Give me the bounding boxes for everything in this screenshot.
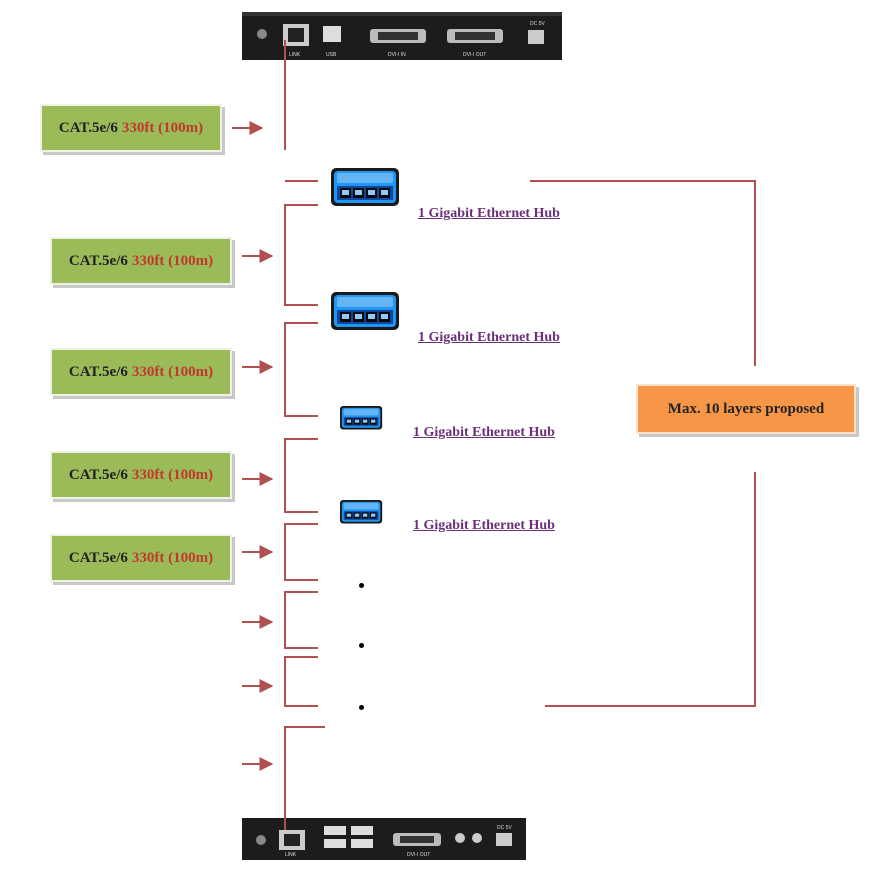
ellipsis-dot <box>359 705 364 710</box>
cable-segment <box>284 322 318 417</box>
cable-distance: 330ft (100m) <box>131 363 214 380</box>
tx-port-dvi-in: DVI-I IN <box>388 52 406 58</box>
max-layers-label: Max. 10 layers proposed <box>667 400 825 417</box>
ethernet-hub-icon <box>340 406 383 430</box>
cable-segment <box>284 726 325 830</box>
dc-power-port-icon <box>528 30 544 44</box>
tx-port-dvi-out: DVI-I OUT <box>463 52 486 58</box>
cable-distance: 330ft (100m) <box>121 119 204 136</box>
bracket-line-top <box>530 180 756 366</box>
usb-a-port-icon <box>351 826 373 835</box>
cable-label: CAT.5e/6 330ft (100m) <box>50 451 232 499</box>
cable-distance: 330ft (100m) <box>131 549 214 566</box>
bracket-line-bottom <box>545 472 756 707</box>
cable-segment <box>284 523 318 581</box>
rx-port-dc: DC 5V <box>497 825 512 831</box>
tx-port-dc: DC 5V <box>530 21 545 27</box>
cable-label: CAT.5e/6 330ft (100m) <box>40 104 222 152</box>
ground-screw-icon <box>257 29 267 39</box>
ground-screw-icon <box>256 835 266 845</box>
max-layers-box: Max. 10 layers proposed <box>636 384 856 434</box>
cable-segment <box>284 656 318 707</box>
tx-port-link: LINK <box>289 52 301 58</box>
rx-port-dvi-out: DVI-I OUT <box>407 852 430 858</box>
hub-label[interactable]: 1 Gigabit Ethernet Hub <box>418 206 560 221</box>
cable-type: CAT.5e/6 <box>58 119 118 136</box>
ethernet-hub-icon <box>331 292 399 330</box>
cable-label: CAT.5e/6 330ft (100m) <box>50 348 232 396</box>
cable-type: CAT.5e/6 <box>68 363 128 380</box>
hub-label[interactable]: 1 Gigabit Ethernet Hub <box>413 518 555 533</box>
ellipsis-dot <box>359 643 364 648</box>
arrows <box>232 121 274 771</box>
cable-label: CAT.5e/6 330ft (100m) <box>50 534 232 582</box>
cable-segment <box>284 591 318 649</box>
cable-type: CAT.5e/6 <box>68 549 128 566</box>
cable-type: CAT.5e/6 <box>68 252 128 269</box>
cable-lines <box>284 40 756 830</box>
headphone-jack-icon <box>472 833 482 843</box>
transmitter-unit: LINK USB DVI-I IN DVI-I OUT DC 5V <box>242 12 562 60</box>
ethernet-hub-icon <box>340 500 383 524</box>
usb-a-port-icon <box>351 839 373 848</box>
ethernet-hub-icon <box>331 168 399 206</box>
cable-distance: 330ft (100m) <box>131 466 214 483</box>
tx-port-usb: USB <box>326 52 337 58</box>
hub-label[interactable]: 1 Gigabit Ethernet Hub <box>413 425 555 440</box>
cable-label: CAT.5e/6 330ft (100m) <box>50 237 232 285</box>
hub-label[interactable]: 1 Gigabit Ethernet Hub <box>418 330 560 345</box>
cable-distance: 330ft (100m) <box>131 252 214 269</box>
cable-segment <box>284 204 318 306</box>
mic-jack-icon <box>455 833 465 843</box>
cable-type: CAT.5e/6 <box>68 466 128 483</box>
rx-port-link: LINK <box>285 852 297 858</box>
usb-a-port-icon <box>324 826 346 835</box>
usb-b-port-icon <box>323 26 341 42</box>
dc-power-port-icon <box>496 833 512 846</box>
ellipsis-dot <box>359 583 364 588</box>
usb-a-port-icon <box>324 839 346 848</box>
cable-segment <box>284 438 318 513</box>
receiver-unit: LINK DVI-I OUT DC 5V <box>242 818 526 860</box>
